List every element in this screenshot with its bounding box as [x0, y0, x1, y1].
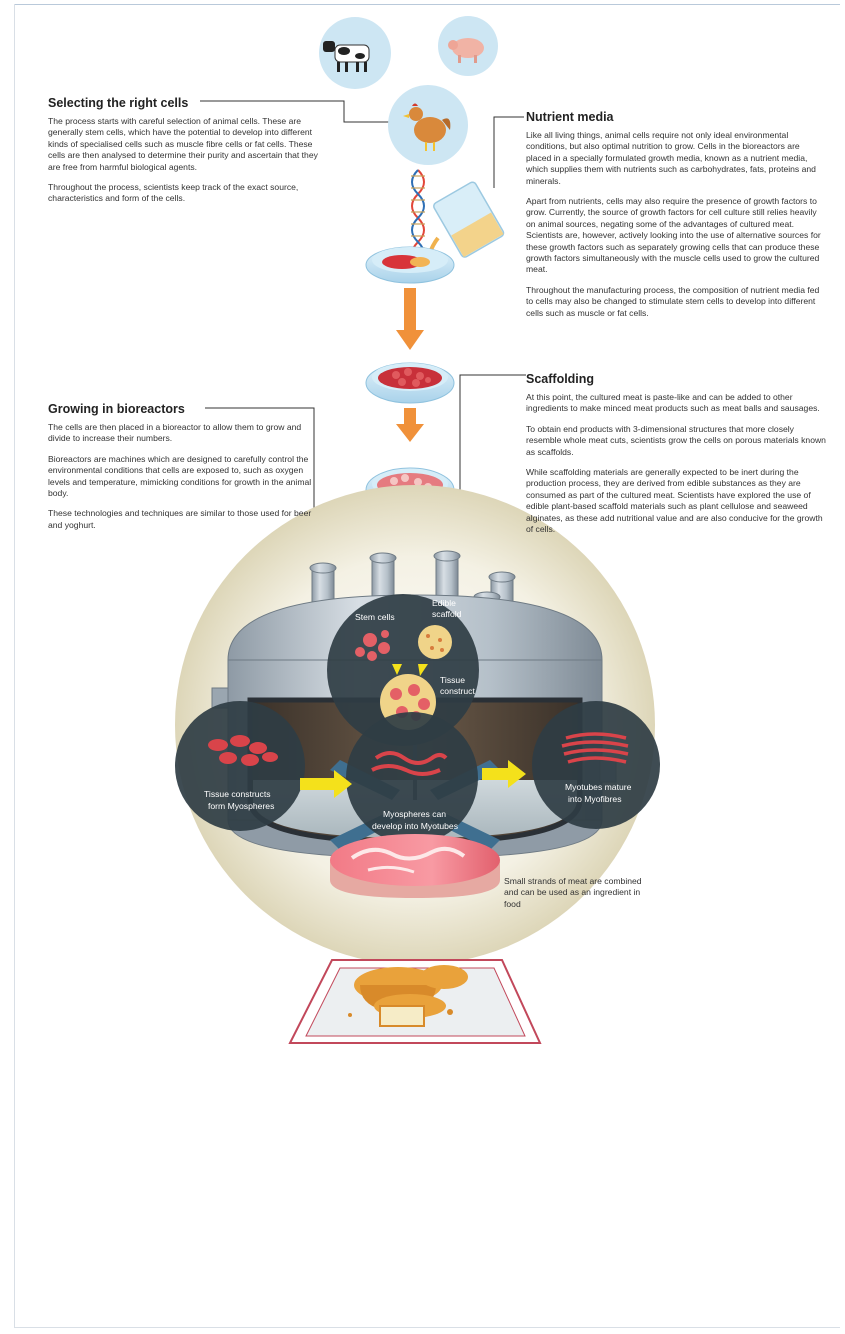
edible-scaffold-label-2: scaffold [432, 609, 462, 619]
bioreactor-section: Growing in bioreactors The cells are the… [48, 402, 318, 540]
meat-slab-icon [330, 834, 500, 898]
nutrient-media-para-2: Apart from nutrients, cells may also req… [526, 196, 821, 275]
yellow-arrows [300, 760, 526, 798]
nutrient-media-title: Nutrient media [526, 110, 614, 124]
scaffolding-section: Scaffolding At this point, the cultured … [526, 372, 831, 544]
petri-dish-icon [365, 362, 455, 404]
selecting-cells-section: Selecting the right cells The process st… [48, 96, 330, 214]
myotubes-label-2: develop into Myotubes [372, 821, 458, 831]
myofibres-label-2: into Myofibres [568, 794, 622, 804]
petri-dish-icon [365, 246, 455, 284]
chicken-icon [388, 85, 468, 165]
pig-icon [438, 16, 498, 76]
tissue-construct-label-2: construct [440, 686, 475, 696]
nutrient-media-para-3: Throughout the manufacturing process, th… [526, 284, 820, 318]
selecting-cells-para-2: Throughout the process, scientists keep … [48, 182, 299, 204]
myospheres-circle [175, 701, 305, 831]
nutrient-media-section: Nutrient media Like all living things, a… [526, 110, 826, 328]
bioreactor-para-3: These technologies and techniques are si… [48, 508, 312, 530]
myospheres-label-2: form Myospheres [208, 801, 274, 811]
scaffolding-para-1: At this point, the cultured meat is past… [526, 392, 820, 414]
top-border [14, 4, 840, 5]
nugget-plate-icon [288, 959, 542, 1044]
bottom-border [14, 1327, 840, 1328]
scaffolding-para-2: To obtain end products with 3-dimensiona… [526, 423, 826, 457]
myospheres-label-1: Tissue constructs [204, 789, 271, 799]
tissue-construct-label-1: Tissue [440, 675, 465, 685]
selecting-cells-para-1: The process starts with careful selectio… [48, 116, 318, 172]
edible-scaffold-label-1: Edible [432, 598, 456, 608]
stem-cells-label: Stem cells [355, 612, 395, 622]
myotubes-label-1: Myospheres can [383, 809, 446, 819]
myofibres-label-1: Myotubes mature [565, 782, 632, 792]
myotubes-circle [346, 712, 478, 844]
meat-strands-text: Small strands of meat are combined and c… [504, 876, 642, 909]
bioreactor-title: Growing in bioreactors [48, 402, 185, 416]
left-border [14, 4, 15, 1328]
scaffolding-title: Scaffolding [526, 372, 595, 386]
selecting-cells-title: Selecting the right cells [48, 96, 189, 110]
bioreactor-para-2: Bioreactors are machines which are desig… [48, 453, 312, 499]
meat-strands-note: Small strands of meat are combined and c… [504, 876, 644, 910]
bioreactor-para-1: The cells are then placed in a bioreacto… [48, 422, 302, 444]
scaffolding-para-3: While scaffolding materials are generall… [526, 467, 823, 535]
myofibres-circle [532, 701, 660, 829]
cow-icon [319, 17, 391, 89]
nutrient-media-para-1: Like all living things, animal cells req… [526, 130, 816, 186]
